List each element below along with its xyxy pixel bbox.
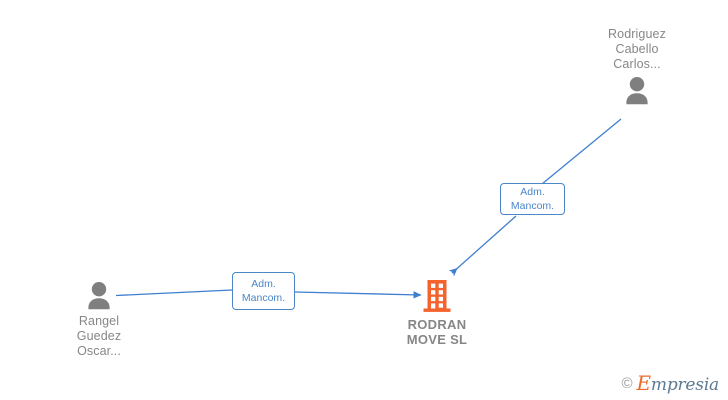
node-label: Rangel Guedez Oscar... [76, 314, 122, 358]
relation-label-text: Adm. Mancom. [510, 185, 555, 212]
node-person-rangel-guedez-oscar[interactable]: Rangel Guedez Oscar... [39, 281, 159, 358]
person-icon [88, 282, 110, 310]
relation-label-adm-mancom-left[interactable]: Adm. Mancom. [232, 272, 295, 310]
brand-wordmark: Empresia [637, 373, 720, 394]
relation-label-adm-mancom-right[interactable]: Adm. Mancom. [500, 183, 565, 215]
person-icon [626, 77, 648, 105]
brand-initial: E [636, 371, 652, 395]
node-label: RODRAN MOVE SL [406, 317, 468, 348]
copyright-icon: © [621, 375, 633, 392]
watermark-empresia: © Empresia [621, 373, 719, 394]
node-label: Rodriguez Cabello Carlos... [608, 27, 666, 71]
brand-rest: mpresia [650, 375, 719, 395]
node-person-rodriguez-cabello-carlos[interactable]: Rodriguez Cabello Carlos... [577, 27, 697, 106]
edge-left-segment-a [115, 289, 233, 297]
relation-label-text: Adm. Mancom. [241, 277, 286, 304]
edge-left-segment-b [294, 291, 422, 299]
building-icon [423, 280, 451, 312]
edge-right-segment-a [541, 118, 622, 185]
edge-right-segment-b [448, 215, 517, 277]
node-company-rodran-move-sl[interactable]: RODRAN MOVE SL [377, 279, 497, 348]
